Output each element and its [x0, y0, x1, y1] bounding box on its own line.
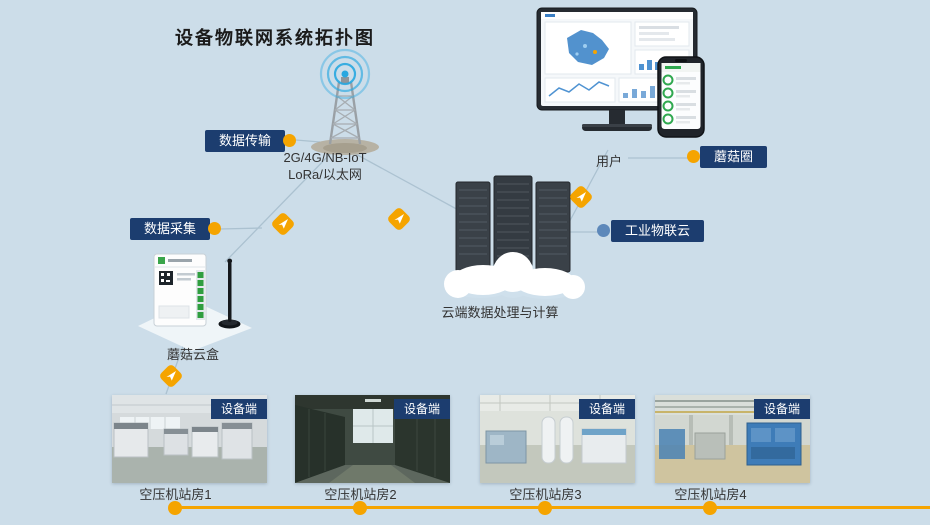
timeline-dot-2: [353, 501, 367, 515]
connector-dot-transmission: [283, 134, 296, 147]
cloud-processing-label: 云端数据处理与计算: [441, 305, 559, 320]
phone-app-graphic: [657, 56, 705, 138]
device-side-tag-3: 设备端: [578, 399, 635, 419]
gateway-device-graphic: [138, 253, 252, 351]
station-photo-4: 设备端: [655, 395, 810, 483]
timeline-dot-3: [538, 501, 552, 515]
connector-dot-collection: [208, 222, 221, 235]
page-title: 设备物联网系统拓扑图: [175, 28, 375, 48]
station-caption-1: 空压机站房1: [139, 487, 212, 502]
station-caption-2: 空压机站房2: [324, 487, 397, 502]
nav-pin-3: [570, 186, 592, 208]
timeline-dot-4: [703, 501, 717, 515]
mushroom-circle-label: 蘑菇圈: [700, 146, 768, 168]
network-label-line2: LoRa/以太网: [288, 166, 362, 182]
device-side-tag-4: 设备端: [753, 399, 810, 419]
user-label: 用户: [596, 154, 623, 169]
nav-pin-1: [272, 213, 294, 235]
timeline-dot-1: [168, 501, 182, 515]
nav-pin-2: [388, 208, 410, 230]
cloud-servers-graphic: [444, 175, 585, 299]
data-collection-label: 数据采集: [130, 218, 211, 240]
connector-dot-industrial-cloud: [597, 224, 610, 237]
industrial-cloud-label: 工业物联云: [611, 220, 705, 242]
station-caption-3: 空压机站房3: [509, 487, 582, 502]
device-side-tag-2: 设备端: [393, 399, 450, 419]
bottom-connector-line: [175, 506, 930, 509]
nav-pin-4: [160, 365, 182, 387]
network-label: 2G/4G/NB-IoT LoRa/以太网: [262, 150, 388, 184]
device-side-tag-1: 设备端: [210, 399, 267, 419]
station-photo-1: 设备端: [112, 395, 267, 483]
station-photo-2: 设备端: [295, 395, 450, 483]
network-label-line1: 2G/4G/NB-IoT: [283, 150, 367, 165]
gateway-label: 蘑菇云盒: [167, 347, 220, 362]
station-caption-4: 空压机站房4: [674, 487, 747, 502]
signal-tower-icon: [311, 48, 379, 155]
connector-dot-mushroom: [687, 150, 700, 163]
station-photo-3: 设备端: [480, 395, 635, 483]
data-transmission-label: 数据传输: [205, 130, 286, 152]
